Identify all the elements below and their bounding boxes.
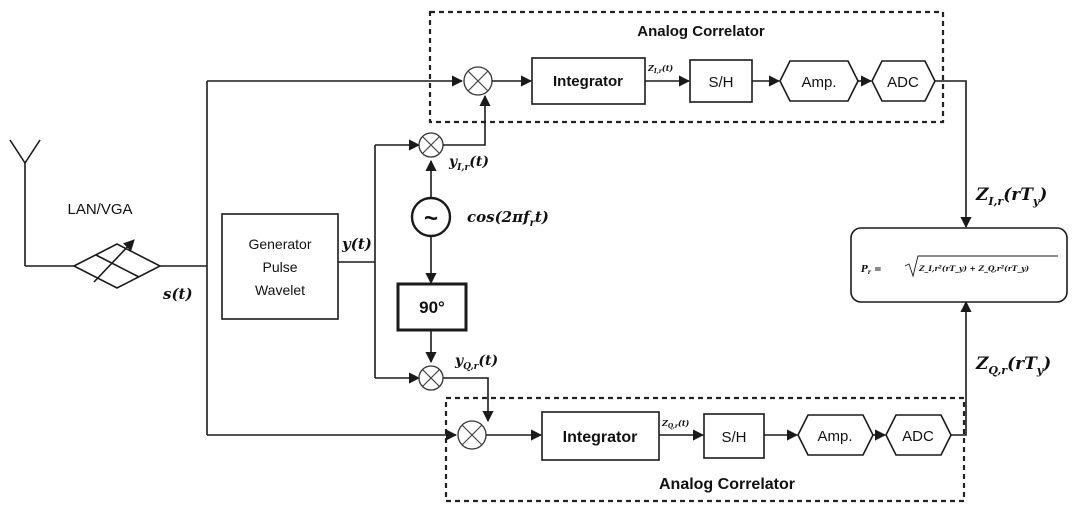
bottom-correlator-region xyxy=(444,396,966,503)
adc-top-label: ADC xyxy=(887,74,919,91)
generator-label-line2: Pulse xyxy=(262,259,297,275)
lna-vga-label: LAN/VGA xyxy=(67,201,132,218)
mixer-top xyxy=(463,66,493,96)
sqrt-sign xyxy=(904,255,1058,278)
yi-label: yI,r(t) xyxy=(448,154,489,173)
cos-label: cos(2πfrt) xyxy=(467,208,549,229)
amp-top-label: Amp. xyxy=(801,74,836,91)
svg-text:ZQ,r(rTy): ZQ,r(rTy) xyxy=(975,354,1051,377)
mixer-reference-q xyxy=(418,365,444,391)
svg-text:ZQ,r(t): ZQ,r(t) xyxy=(661,418,690,430)
sh-top-label: S/H xyxy=(708,74,733,91)
zi-small-label: ZI,r(t) xyxy=(647,63,673,75)
pulse-generator-block xyxy=(221,213,339,320)
sh-top-block xyxy=(689,59,753,103)
wire-top-adc-to-power xyxy=(935,80,972,229)
bottom-correlator-title: Analog Correlator xyxy=(659,476,795,493)
phase-shift-label: 90° xyxy=(419,298,445,317)
input-signal-wires xyxy=(160,75,464,441)
lna-vga-block xyxy=(72,239,162,289)
wire-bottom-adc-to-power xyxy=(951,300,972,436)
svg-text:yQ,r(t): yQ,r(t) xyxy=(454,353,498,372)
reference-wires xyxy=(338,139,421,384)
antenna-icon xyxy=(9,139,74,267)
integrator-bottom-block xyxy=(541,411,660,461)
top-correlator-region xyxy=(428,10,945,124)
reference-to-correlator-wires xyxy=(443,94,494,423)
zq-output-label: ZQ,r(rTy) xyxy=(975,354,1051,377)
adc-bottom-label: ADC xyxy=(902,428,934,445)
s-of-t-label: s(t) xyxy=(163,285,193,303)
top-correlator-title: Analog Correlator xyxy=(637,23,765,40)
mixer-bottom xyxy=(457,420,487,450)
svg-text:cos(2πfrt): cos(2πfrt) xyxy=(467,208,549,229)
svg-text:ZI,r(rTy): ZI,r(rTy) xyxy=(975,185,1047,208)
oscillator-symbol: ~ xyxy=(424,205,438,232)
yq-label: yQ,r(t) xyxy=(454,353,498,372)
sh-bottom-label: S/H xyxy=(721,429,746,446)
sh-bottom-block xyxy=(703,413,765,459)
generator-label-line1: Generator xyxy=(248,236,311,252)
amp-bottom-label: Amp. xyxy=(817,428,852,445)
integrator-bottom-label: Integrator xyxy=(563,429,638,446)
integrator-top-label: Integrator xyxy=(553,73,623,90)
power-formula: Pr = Z_I,r²(rT_y) + Z_Q,r²(rT_y) xyxy=(860,255,1058,278)
phase-shift-block xyxy=(396,282,468,332)
svg-text:ZI,r(t): ZI,r(t) xyxy=(647,63,673,75)
svg-text:yI,r(t): yI,r(t) xyxy=(448,154,489,173)
power-block xyxy=(850,227,1068,303)
zi-output-label: ZI,r(rTy) xyxy=(975,185,1047,208)
y-of-t-label: y(t) xyxy=(341,235,372,253)
generator-label-line3: Wavelet xyxy=(255,282,305,298)
svg-text:Z_I,r²(rT_y) + Z_Q,r²(rT_y): Z_I,r²(rT_y) + Z_Q,r²(rT_y) xyxy=(918,264,1030,273)
zq-small-label: ZQ,r(t) xyxy=(661,418,690,430)
svg-text:Pr =: Pr = xyxy=(860,265,882,276)
mixer-reference-i xyxy=(418,132,444,158)
